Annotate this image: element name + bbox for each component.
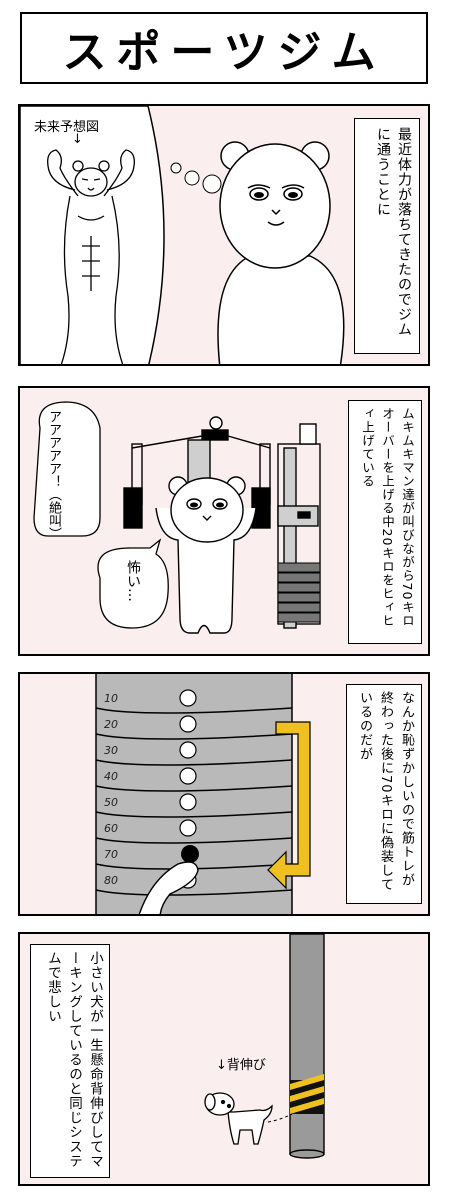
panel-1: 未来予想図 ↓ 最近体力が落ちてきたのでジムに通うことに bbox=[18, 104, 430, 366]
weight-70: 70 bbox=[104, 848, 118, 861]
yellow-arrow bbox=[267, 721, 311, 890]
weight-80: 80 bbox=[104, 874, 118, 887]
panel-3-caption: なんか恥ずかしいので筋トレが終わった後に70キロに偽装しているのだが bbox=[346, 684, 422, 904]
weight-plates-small bbox=[277, 562, 321, 623]
weight-50: 50 bbox=[104, 796, 118, 809]
panel-2-art bbox=[33, 401, 321, 634]
panel-3-art bbox=[95, 674, 311, 914]
bear-character bbox=[217, 141, 345, 364]
panel-4-art bbox=[204, 934, 325, 1159]
hand bbox=[138, 861, 199, 914]
panel-1-caption: 最近体力が落ちてきたのでジムに通うことに bbox=[354, 118, 420, 354]
comic-title: スポーツジム bbox=[62, 27, 386, 78]
weight-40: 40 bbox=[104, 770, 118, 783]
future-arrow: ↓ bbox=[72, 132, 83, 147]
panel-2: アアアアア！（絶叫） 怖い… ムキムキマン達が叫びながら70キロオーバーを上げる… bbox=[18, 386, 430, 656]
future-label: 未来予想図 bbox=[34, 120, 100, 135]
panel-4-caption: 小さい犬が一生懸命背伸びしてマーキングしているのと同じシステムで悲しい bbox=[30, 944, 110, 1178]
weight-20: 20 bbox=[104, 718, 118, 731]
weight-30: 30 bbox=[104, 744, 118, 757]
stretch-label: ↓背伸び bbox=[216, 1058, 266, 1073]
weight-10: 10 bbox=[104, 692, 118, 705]
shout-text: アアアアア！（絶叫） bbox=[46, 410, 61, 540]
muscle-bear bbox=[47, 149, 135, 364]
panel-2-caption: ムキムキマン達が叫びながら70キロオーバーを上げる中20キロをヒィヒィ上げている bbox=[348, 400, 422, 644]
panel-4: ↓背伸び 小さい犬が一生懸命背伸びしてマーキングしているのと同じシステムで悲しい bbox=[18, 932, 430, 1186]
bear-lifting bbox=[155, 476, 257, 634]
weight-60: 60 bbox=[104, 822, 118, 835]
weight-stack bbox=[95, 674, 293, 914]
scared-text: 怖い… bbox=[125, 560, 141, 602]
panel-1-art bbox=[20, 106, 345, 364]
small-dog bbox=[204, 1092, 273, 1145]
panel-3: 10 20 30 40 50 60 70 80 なんか恥ずかしいので筋トレが終わ… bbox=[18, 672, 430, 916]
title-box: スポーツジム bbox=[20, 12, 428, 84]
pole bbox=[289, 934, 325, 1159]
